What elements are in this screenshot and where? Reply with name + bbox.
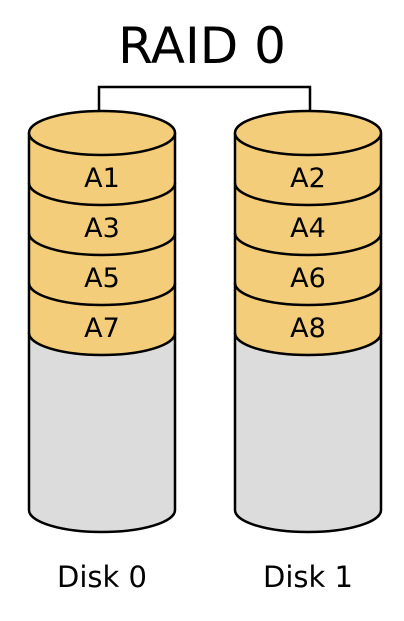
stripe-block-label: A7 (84, 313, 120, 344)
disk-empty-space (235, 333, 381, 532)
block-divider (27, 232, 177, 257)
stripe-block-label: A1 (84, 163, 120, 194)
disk-top-cap (233, 109, 383, 157)
stripe-block-label: A2 (290, 163, 326, 194)
block-divider (27, 182, 177, 207)
disk-data-region (235, 133, 381, 355)
disk-empty-space (29, 333, 175, 532)
block-divider (233, 282, 383, 307)
stripe-block-label: A8 (290, 313, 326, 344)
disk-outline (233, 133, 383, 534)
disk-label: Disk 0 (57, 560, 147, 594)
diagram-title: RAID 0 (118, 17, 286, 75)
block-divider (233, 232, 383, 257)
block-divider (27, 332, 177, 357)
block-divider (233, 182, 383, 207)
stripe-block-label: A6 (290, 263, 326, 294)
disk-outline (27, 133, 177, 534)
stripe-block-label: A4 (290, 213, 326, 244)
stripe-block-label: A3 (84, 213, 120, 244)
stripe-block-label: A5 (84, 263, 120, 294)
disk-label: Disk 1 (263, 560, 353, 594)
disk-data-region (29, 133, 175, 355)
block-divider (233, 332, 383, 357)
block-divider (27, 282, 177, 307)
disk-top-cap (27, 109, 177, 157)
